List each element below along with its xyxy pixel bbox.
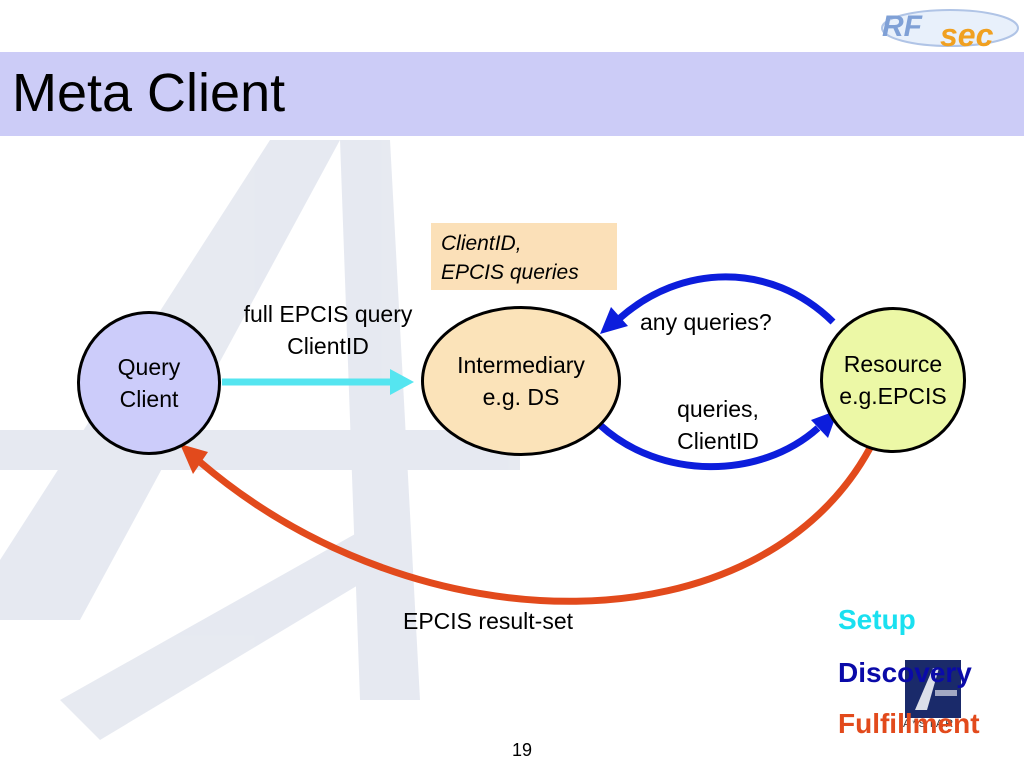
legend-discovery: Discovery — [838, 657, 972, 688]
result-set-arrow — [180, 444, 874, 605]
resource-node: Resource e.g.EPCIS — [820, 307, 966, 453]
svg-text:sec: sec — [940, 17, 994, 52]
rfsec-logo: RF sec — [881, 9, 1019, 52]
astar-text: A*STAR — [903, 718, 956, 730]
page-number: 19 — [512, 740, 533, 760]
title-band — [0, 52, 1024, 136]
full-query-line1: full EPCIS query — [243, 301, 413, 327]
queries-clientid-line1: queries, — [677, 396, 759, 422]
full-query-line2: ClientID — [287, 333, 369, 360]
result-set-label: EPCIS result-set — [403, 608, 573, 634]
any-queries-label: any queries? — [640, 309, 772, 335]
note-line2: EPCIS queries — [441, 261, 579, 285]
legend-fulfillment: Fulfillment — [838, 708, 980, 739]
svg-text:RF: RF — [882, 10, 923, 43]
full-query-arrow — [222, 369, 414, 395]
intermediary-node: Intermediary e.g. DS — [421, 306, 621, 456]
intermediary-line1: Intermediary — [457, 351, 585, 378]
astar-logo-icon — [915, 668, 957, 710]
query-client-line1: Query — [117, 353, 181, 380]
legend-setup: Setup — [838, 604, 916, 635]
any-queries-arrow — [600, 273, 836, 334]
query-client-line2: Client — [119, 386, 179, 412]
intermediary-line2: e.g. DS — [482, 384, 560, 410]
queries-clientid-label: queries, ClientID — [660, 393, 776, 457]
full-query-label: full EPCIS query ClientID — [222, 298, 434, 362]
clientid-note: ClientID, EPCIS queries — [431, 223, 617, 290]
astar-logo — [905, 660, 961, 718]
resource-line2: e.g.EPCIS — [839, 383, 947, 409]
queries-clientid-line2: ClientID — [677, 428, 759, 455]
query-client-node: Query Client — [77, 311, 221, 455]
note-line1: ClientID, — [441, 232, 522, 255]
resource-line1: Resource — [843, 350, 943, 377]
slide-title: Meta Client — [12, 63, 286, 123]
